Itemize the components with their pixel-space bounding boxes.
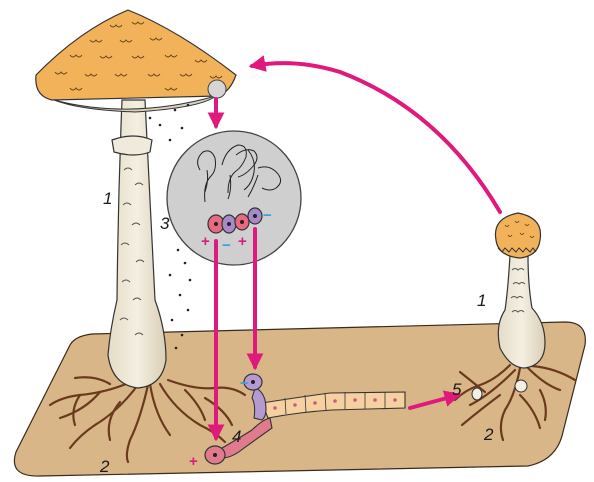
sign-plus-2: + (238, 233, 247, 250)
label-mycelium-left: 2 (99, 457, 110, 476)
sign-minus-1: − (222, 237, 231, 254)
label-spores: 3 (160, 214, 170, 233)
label-primordium: 5 (452, 380, 462, 399)
label-mycelium-right: 2 (483, 425, 494, 444)
sign-minus-2: − (263, 207, 272, 224)
label-small-mushroom: 1 (477, 291, 486, 310)
spore-magnification (167, 131, 301, 265)
primordium-b (515, 380, 527, 392)
label-germination: 4 (232, 427, 241, 446)
gill-spore-source (208, 80, 226, 98)
small-mushroom-stem (498, 255, 545, 368)
primordium-a (472, 388, 482, 400)
sign-minus-germ: − (240, 375, 249, 392)
sign-plus-germ: + (189, 453, 198, 470)
stem-ring (112, 136, 152, 155)
sign-plus-1: + (201, 233, 210, 250)
label-big-mushroom: 1 (103, 189, 112, 208)
